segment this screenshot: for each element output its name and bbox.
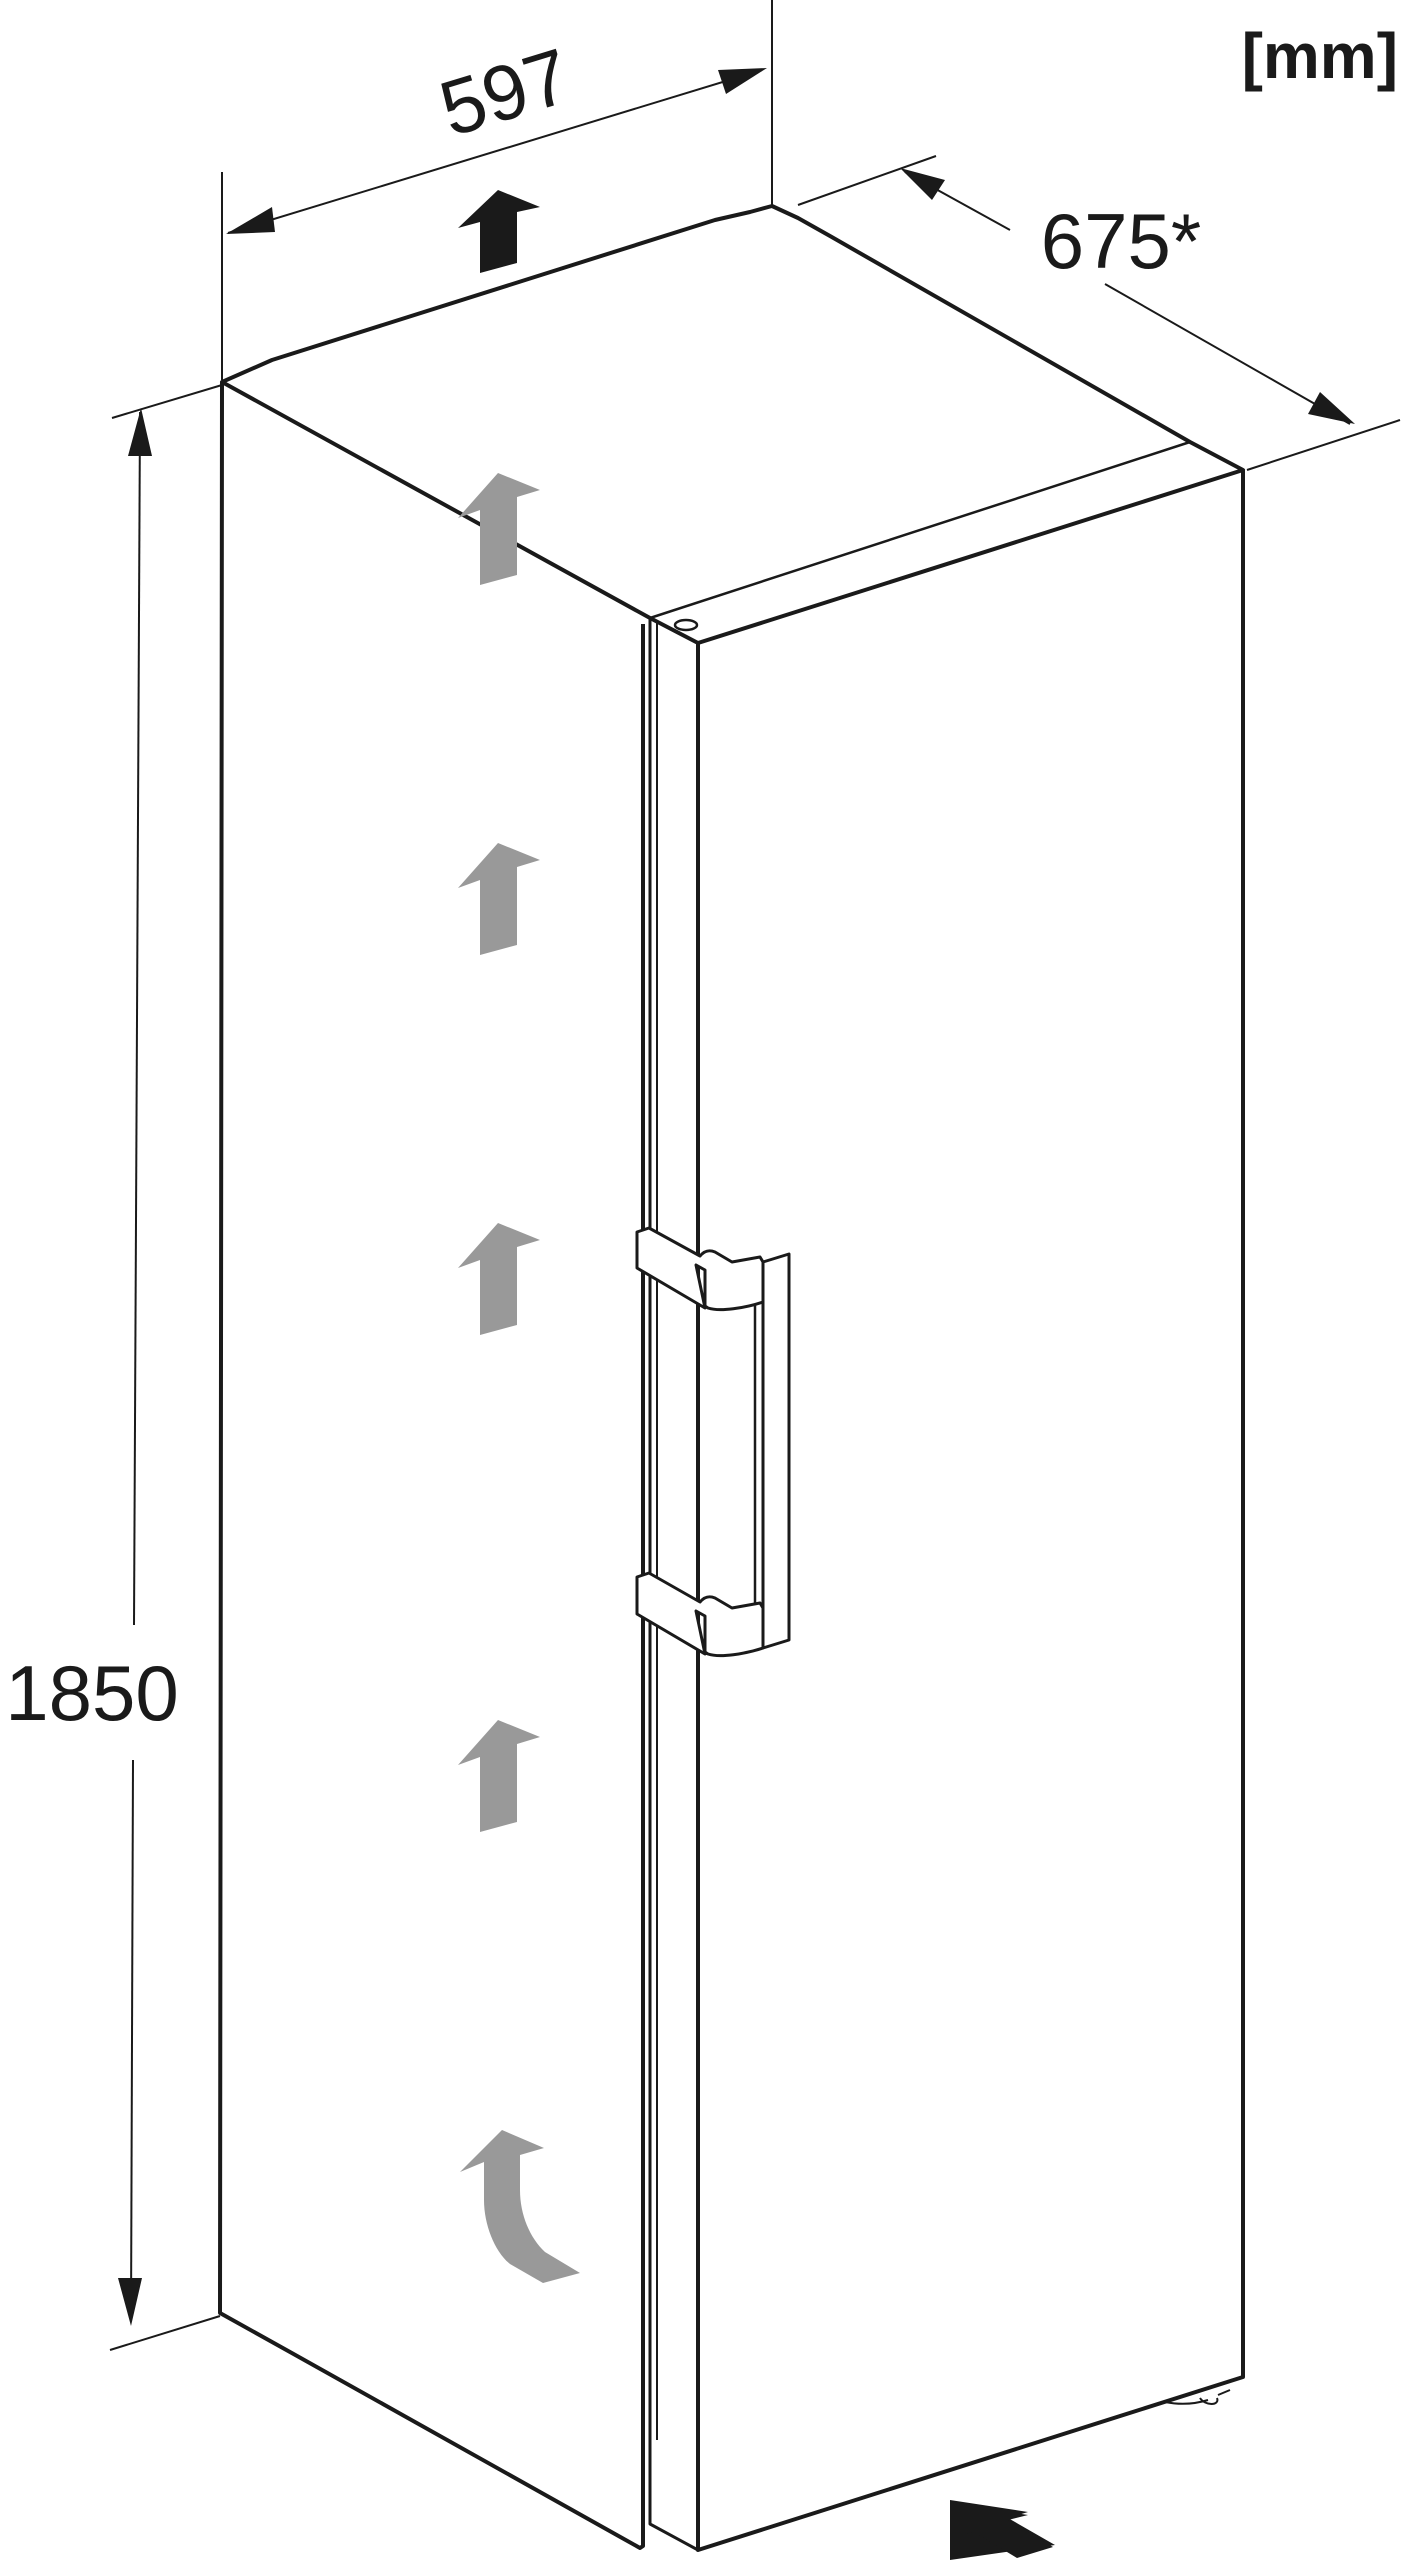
height-dimension-line-a <box>133 411 141 1626</box>
arrow-in-icon <box>950 2503 1053 2558</box>
bottom-feet <box>1164 2389 1231 2405</box>
depth-label: 675* <box>1041 197 1202 285</box>
arrow-up-icon <box>458 1720 540 1832</box>
width-dimension-line <box>227 69 763 234</box>
height-arrow-bottom <box>118 2278 142 2326</box>
appliance-outline <box>218 204 1245 2552</box>
hinge-cap <box>673 618 699 632</box>
arrow-up-icon <box>458 1223 540 1335</box>
top-face <box>220 204 1245 645</box>
door-handle <box>635 1226 791 1658</box>
arrow-up-icon <box>458 190 540 273</box>
width-label: 597 <box>430 31 580 153</box>
width-arrow-right <box>718 68 767 94</box>
door-front <box>696 470 1245 2552</box>
dimension-arrowheads <box>118 68 1355 2326</box>
depth-arrow-bottom <box>1308 392 1355 424</box>
dimension-lines <box>109 0 1401 2351</box>
width-arrow-left <box>226 207 275 234</box>
curved-arrow-icon <box>460 2130 580 2283</box>
handle-bracket-lower <box>635 1571 765 1658</box>
height-label: 1850 <box>5 1649 179 1737</box>
left-side-face <box>218 381 645 2550</box>
depth-dimension-line-b <box>1104 283 1351 425</box>
airflow-arrows-side <box>458 473 580 2283</box>
height-dimension-line-b <box>130 1759 134 2321</box>
height-arrow-top <box>128 408 152 456</box>
depth-arrow-top <box>900 168 945 200</box>
units-label: [mm] <box>1242 20 1398 92</box>
handle-bar <box>761 1252 791 1650</box>
handle-bracket-upper <box>635 1226 765 1312</box>
arrow-up-icon <box>458 843 540 955</box>
top-edge-line <box>649 440 1191 620</box>
arrow-up-icon <box>458 473 540 585</box>
